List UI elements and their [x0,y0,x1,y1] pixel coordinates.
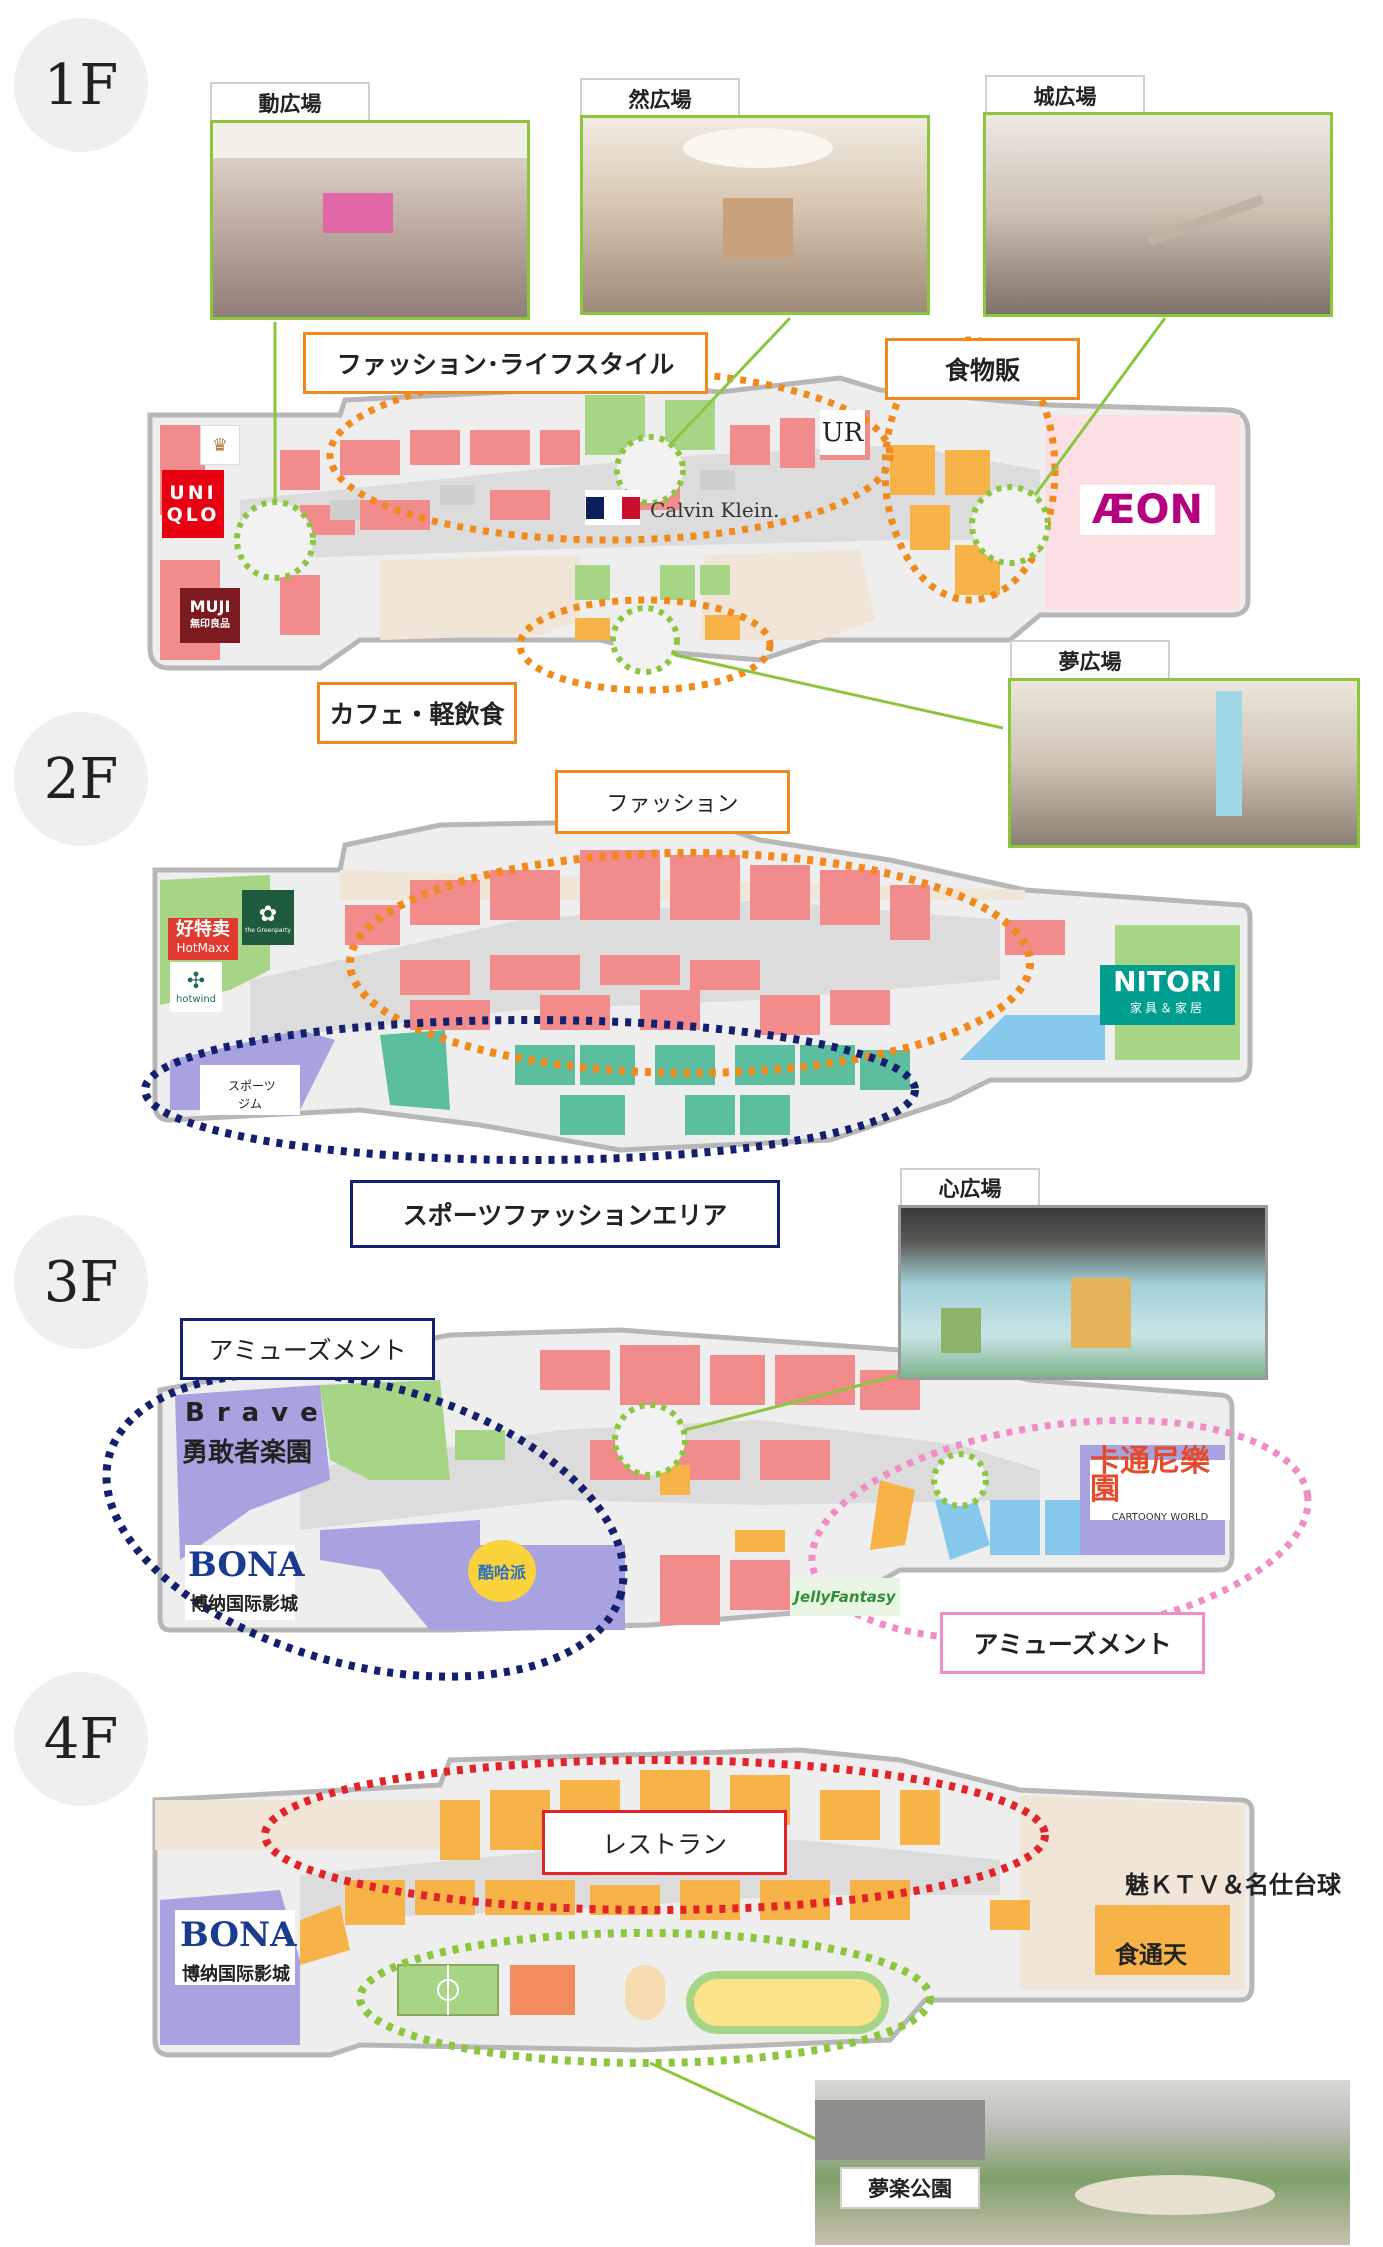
uniqlo-text-bottom: QLO [166,504,220,526]
zone-fashion-ring [346,849,1034,1077]
brand-cafe-logo: ♛ [200,425,240,465]
zone-label-restaurant: レストラン [542,1810,787,1875]
zone-fashion-lifestyle-ring [326,366,894,544]
zone-label-fashion-lifestyle: ファッション･ライフスタイル [303,332,708,394]
park-area [397,1964,889,2034]
brand-tommy-logo [585,490,640,525]
floor-4f-map [152,1747,1255,2152]
brand-brave: Brave [185,1398,330,1428]
plaza-tag-jou: 城広場 [985,75,1145,115]
windmill-icon: ✣ [186,969,206,994]
brand-hotmaxx: 好特卖 HotMaxx [168,918,238,960]
shokutsuten-label: 食通天 [1115,1941,1187,1969]
photo-shin-plaza [898,1205,1268,1380]
floor-badge-2f: 2F [14,712,148,846]
zone-label-fashion: ファッション [555,770,790,834]
zone-label-food-sales: 食物販 [885,338,1080,400]
zone-sports-ring [141,1016,919,1164]
muji-text: MUJI [189,596,231,616]
plaza-tag-zen: 然広場 [580,78,740,118]
hotmaxx-en-text: HotMaxx [176,941,230,955]
greenparty-text: the Greenparty [245,926,291,934]
photo-jou-plaza [983,112,1333,317]
photo-park [815,2080,1350,2245]
photo-dou-plaza [210,120,530,320]
nitori-subtext: 家具＆家居 [1129,1001,1205,1015]
hotmaxx-cn-text: 好特卖 [176,919,230,940]
cake-icon: ♛ [211,434,229,456]
photo-zen-plaza [580,115,930,315]
brand-bona-cn-3f: 博纳国际影城 [190,1594,298,1615]
nitori-text: NITORI [1113,965,1222,998]
zone-park-ring [356,1929,934,2067]
park-label: 夢楽公園 [840,2167,980,2209]
zone-label-sports-fashion: スポーツファッションエリア [350,1180,780,1248]
floor-badge-1f: 1F [14,18,148,152]
floor-1f-map [147,316,1251,730]
brand-bona-3f: BONA [188,1545,305,1585]
gym-label-2: ジム [238,1097,263,1111]
cartoony-cn-text: 卡通尼樂園 [1090,1444,1210,1507]
zone-label-cafe: カフェ・軽飲食 [317,682,517,744]
brand-jellyfantasy: JellyFantasy [790,1578,900,1616]
brand-nitori: NITORI 家具＆家居 [1100,965,1235,1025]
brand-calvin-klein: Calvin Klein. [650,498,780,522]
brand-uniqlo: UNI QLO [162,470,224,538]
brand-cartoony-world: 卡通尼樂園 CARTOONY WORLD [1090,1447,1230,1523]
brand-ur: UR [820,410,865,455]
plaza-tag-yume: 夢広場 [1010,640,1170,680]
brand-muji: MUJI 無印良品 [180,588,240,643]
plaza-tag-dou: 動広場 [210,82,370,122]
zone-label-amusement-left: アミューズメント [180,1318,435,1380]
photo-yume-plaza [1008,678,1360,848]
gym-label-1: スポーツ [228,1079,276,1093]
hotwind-text: hotwind [175,994,217,1005]
tree-icon: ✿ [258,901,278,927]
floor-badge-4f: 4F [14,1672,148,1806]
muji-subtext: 無印良品 [190,618,230,630]
brand-aeon: ÆON [1080,485,1215,535]
floor-2f-map [141,817,1253,1164]
ktv-label: 魅ＫＴＶ＆名仕台球 [1125,1871,1341,1899]
brand-coolhood: 酷哈派 [468,1540,536,1602]
brand-bona-cn-4f: 博纳国际影城 [182,1964,290,1985]
brand-hotwind: ✣ hotwind [170,962,222,1012]
zone-restaurant-ring [261,1756,1049,1914]
plaza-tag-shin: 心広場 [900,1168,1040,1206]
zone-cafe-ring [516,596,774,694]
floor-badge-3f: 3F [14,1215,148,1349]
brand-greenparty: ✿ the Greenparty [242,890,294,945]
zone-amusement-left-ring [102,1369,628,1681]
cartoony-en-text: CARTOONY WORLD [1111,1512,1209,1523]
uniqlo-text-top: UNI [169,482,217,504]
brand-brave-cn: 勇敢者楽園 [182,1438,313,1468]
brand-bona-4f: BONA [180,1915,297,1955]
zone-label-amusement-right: アミューズメント [940,1612,1205,1674]
